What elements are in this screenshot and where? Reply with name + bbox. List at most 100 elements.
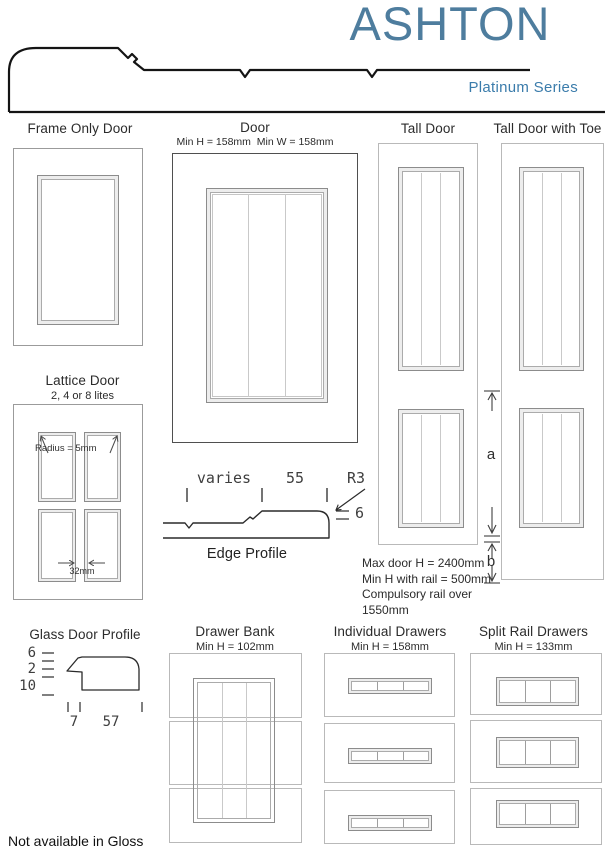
glass-dim-2: 2 bbox=[27, 661, 36, 677]
panel-groove bbox=[560, 173, 562, 365]
door-frame bbox=[206, 188, 328, 403]
drawer-panel bbox=[496, 737, 579, 768]
note-line: Compulsory rail over bbox=[362, 587, 473, 601]
panel-groove bbox=[245, 683, 247, 818]
edge-profile-drawing bbox=[163, 488, 366, 539]
frame-inner bbox=[499, 680, 576, 703]
individual-drawer-3 bbox=[324, 790, 455, 844]
panel-groove bbox=[560, 414, 562, 522]
panel-divider bbox=[549, 804, 551, 824]
toe-door-upper-panel bbox=[519, 167, 584, 371]
tall-door-lower-panel bbox=[398, 409, 464, 528]
drawer-panel bbox=[348, 815, 432, 831]
note-line: 1550mm bbox=[362, 602, 409, 617]
frame-inner bbox=[87, 512, 118, 579]
drawer-panel bbox=[348, 748, 432, 764]
panel-groove bbox=[542, 173, 544, 365]
drawer-bank-box-1 bbox=[169, 653, 302, 718]
individual-drawer-2 bbox=[324, 723, 455, 783]
frame-inner bbox=[402, 171, 460, 367]
frame-inner bbox=[351, 681, 429, 691]
panel-groove bbox=[221, 683, 223, 818]
glass-dim-7: 7 bbox=[69, 714, 79, 730]
tall-door-title: Tall Door bbox=[400, 121, 456, 136]
dimension-label-a: a bbox=[486, 446, 496, 463]
panel-divider bbox=[524, 741, 526, 764]
panel-groove bbox=[440, 173, 442, 365]
glass-dim-57: 57 bbox=[102, 714, 120, 730]
individual-drawer-1 bbox=[324, 653, 455, 717]
panel-divider bbox=[402, 752, 404, 760]
lite bbox=[84, 509, 121, 582]
panel-groove bbox=[285, 194, 287, 397]
brand-title: ASHTON bbox=[349, 0, 551, 50]
drawer-bank-frame bbox=[193, 678, 275, 823]
tall-door-with-toe-drawing bbox=[501, 143, 604, 580]
frame-inner bbox=[210, 192, 324, 399]
panel-groove bbox=[421, 415, 423, 522]
door-drawing bbox=[172, 153, 358, 443]
split-rail-drawers-spec: Min H = 133mm bbox=[494, 641, 573, 653]
door-spec: Min H = 158mm Min W = 158mm bbox=[176, 136, 334, 148]
frame-inner-line bbox=[212, 194, 322, 397]
panel-groove bbox=[542, 414, 544, 522]
tall-door-drawing bbox=[378, 143, 478, 545]
drawer-bank-box-2 bbox=[169, 721, 302, 785]
glass-dim-6: 6 bbox=[27, 645, 36, 661]
panel-divider bbox=[549, 741, 551, 764]
frame-inner bbox=[197, 682, 271, 819]
lattice-door-drawing: Radius = 5mm 32mm bbox=[13, 404, 143, 600]
lattice-annotation-arrows bbox=[14, 405, 144, 601]
edge-profile-title: Edge Profile bbox=[206, 546, 288, 562]
note-line: Min H with rail = 500mm bbox=[362, 571, 492, 586]
brand-series-label: Platinum Series bbox=[468, 79, 578, 96]
edge-profile-varies-label: varies bbox=[196, 469, 252, 487]
lite bbox=[38, 509, 76, 582]
frame-inner bbox=[41, 435, 73, 499]
panel-groove bbox=[247, 194, 249, 397]
frame-only-door-title: Frame Only Door bbox=[27, 121, 133, 136]
frame-inner bbox=[351, 751, 429, 761]
split-rail-drawer-2 bbox=[470, 720, 602, 783]
panel-divider bbox=[377, 819, 379, 827]
drawer-panel bbox=[348, 678, 432, 694]
individual-drawers-spec: Min H = 158mm bbox=[351, 641, 429, 653]
lattice-door-subtitle: 2, 4 or 8 lites bbox=[51, 390, 114, 402]
footer-note: Not available in Gloss bbox=[8, 833, 144, 849]
door-frame bbox=[37, 175, 119, 325]
door-title: Door bbox=[240, 120, 270, 135]
lattice-gap-label: 32mm bbox=[69, 566, 95, 576]
lattice-door-title: Lattice Door bbox=[45, 373, 120, 388]
panel-groove bbox=[440, 415, 442, 522]
panel-divider bbox=[402, 819, 404, 827]
lattice-radius-label: Radius = 5mm bbox=[35, 443, 97, 454]
glass-door-profile-drawing bbox=[42, 652, 143, 712]
split-rail-drawer-1 bbox=[470, 653, 602, 715]
panel-groove bbox=[421, 173, 423, 365]
glass-door-profile-title: Glass Door Profile bbox=[29, 627, 141, 642]
panel-divider bbox=[377, 752, 379, 760]
frame-only-door-drawing bbox=[13, 148, 143, 346]
lite bbox=[38, 432, 76, 502]
panel-divider bbox=[549, 681, 551, 702]
panel-divider bbox=[402, 682, 404, 690]
tall-door-notes: Max door H = 2400mm Min H with rail = 50… bbox=[362, 556, 497, 618]
note-line: Max door H = 2400mm bbox=[362, 556, 485, 570]
drawer-panel bbox=[496, 800, 579, 828]
panel-divider bbox=[377, 682, 379, 690]
drawer-bank-box-3 bbox=[169, 788, 302, 843]
edge-profile-thickness-label: 6 bbox=[355, 504, 365, 522]
dimension-label-b: b bbox=[486, 553, 496, 570]
tall-door-upper-panel bbox=[398, 167, 464, 371]
frame-inner bbox=[351, 818, 429, 828]
frame-inner bbox=[41, 179, 115, 321]
frame-inner bbox=[41, 512, 73, 579]
edge-profile-radius-label: R3 bbox=[347, 469, 366, 487]
glass-dim-10: 10 bbox=[19, 678, 36, 694]
top-edge-profile-drawing bbox=[7, 46, 605, 114]
frame-inner bbox=[499, 803, 576, 825]
frame-inner bbox=[523, 412, 580, 524]
frame-inner bbox=[402, 413, 460, 524]
individual-drawers-title: Individual Drawers bbox=[333, 624, 447, 639]
